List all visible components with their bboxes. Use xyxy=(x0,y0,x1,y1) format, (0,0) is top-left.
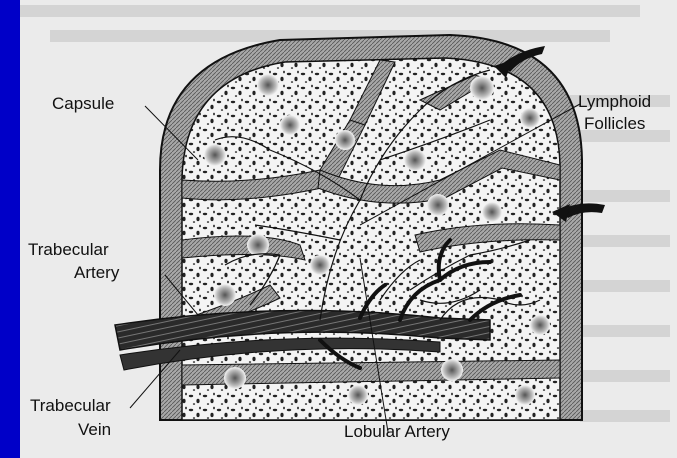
label-capsule: Capsule xyxy=(52,94,114,114)
label-trabecular-vein-line2: Vein xyxy=(78,420,111,440)
label-lymphoid-line2: Follicles xyxy=(584,114,645,134)
label-trabecular-artery-line1: Trabecular xyxy=(28,240,109,260)
label-trabecular-artery-line2: Artery xyxy=(74,263,119,283)
spleen-diagram xyxy=(20,0,677,458)
figure-page: Capsule Lymphoid Follicles Trabecular Ar… xyxy=(20,0,677,458)
label-trabecular-vein-line1: Trabecular xyxy=(30,396,111,416)
label-lobular-artery: Lobular Artery xyxy=(344,422,450,442)
label-lymphoid-line1: Lymphoid xyxy=(578,92,651,112)
